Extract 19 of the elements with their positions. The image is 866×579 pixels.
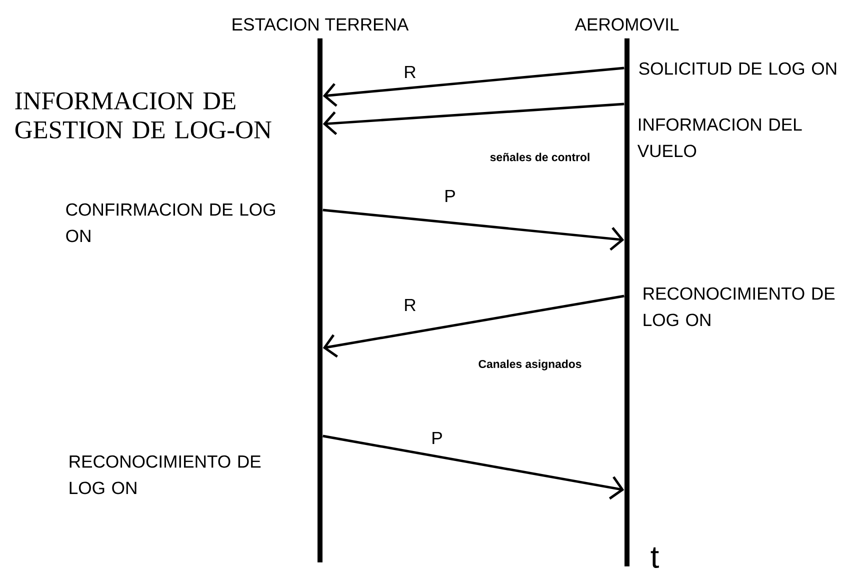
node-label: AEROMOVIL [574, 18, 679, 31]
edge-label: R [402, 297, 418, 313]
message-name: RECONOCIMIENTO DE LOG ON [644, 287, 835, 326]
node-label: ESTACION TERRENA [232, 18, 409, 31]
edge-label: P [429, 430, 445, 446]
edge-label: P [442, 188, 458, 204]
arrow [322, 102, 624, 136]
message-name: CONFIRMACION DE LOG ON [66, 203, 275, 242]
message-name: SOLICITUD DE LOG ON [639, 62, 836, 75]
edge-label: R [402, 64, 418, 80]
edge-label: señales de control [488, 151, 592, 163]
message-note: Canales asignados [478, 360, 582, 370]
message-name: RECONOCIMIENTO DE LOG ON [70, 455, 261, 494]
arrow [322, 434, 624, 500]
arrow [322, 208, 624, 251]
arrow [322, 66, 624, 107]
message-name: INFORMACION DEL VUELO [637, 118, 802, 158]
heading-text: INFORMACION DE GESTION DE LOG-ON [15, 92, 272, 138]
arrow [322, 294, 624, 358]
